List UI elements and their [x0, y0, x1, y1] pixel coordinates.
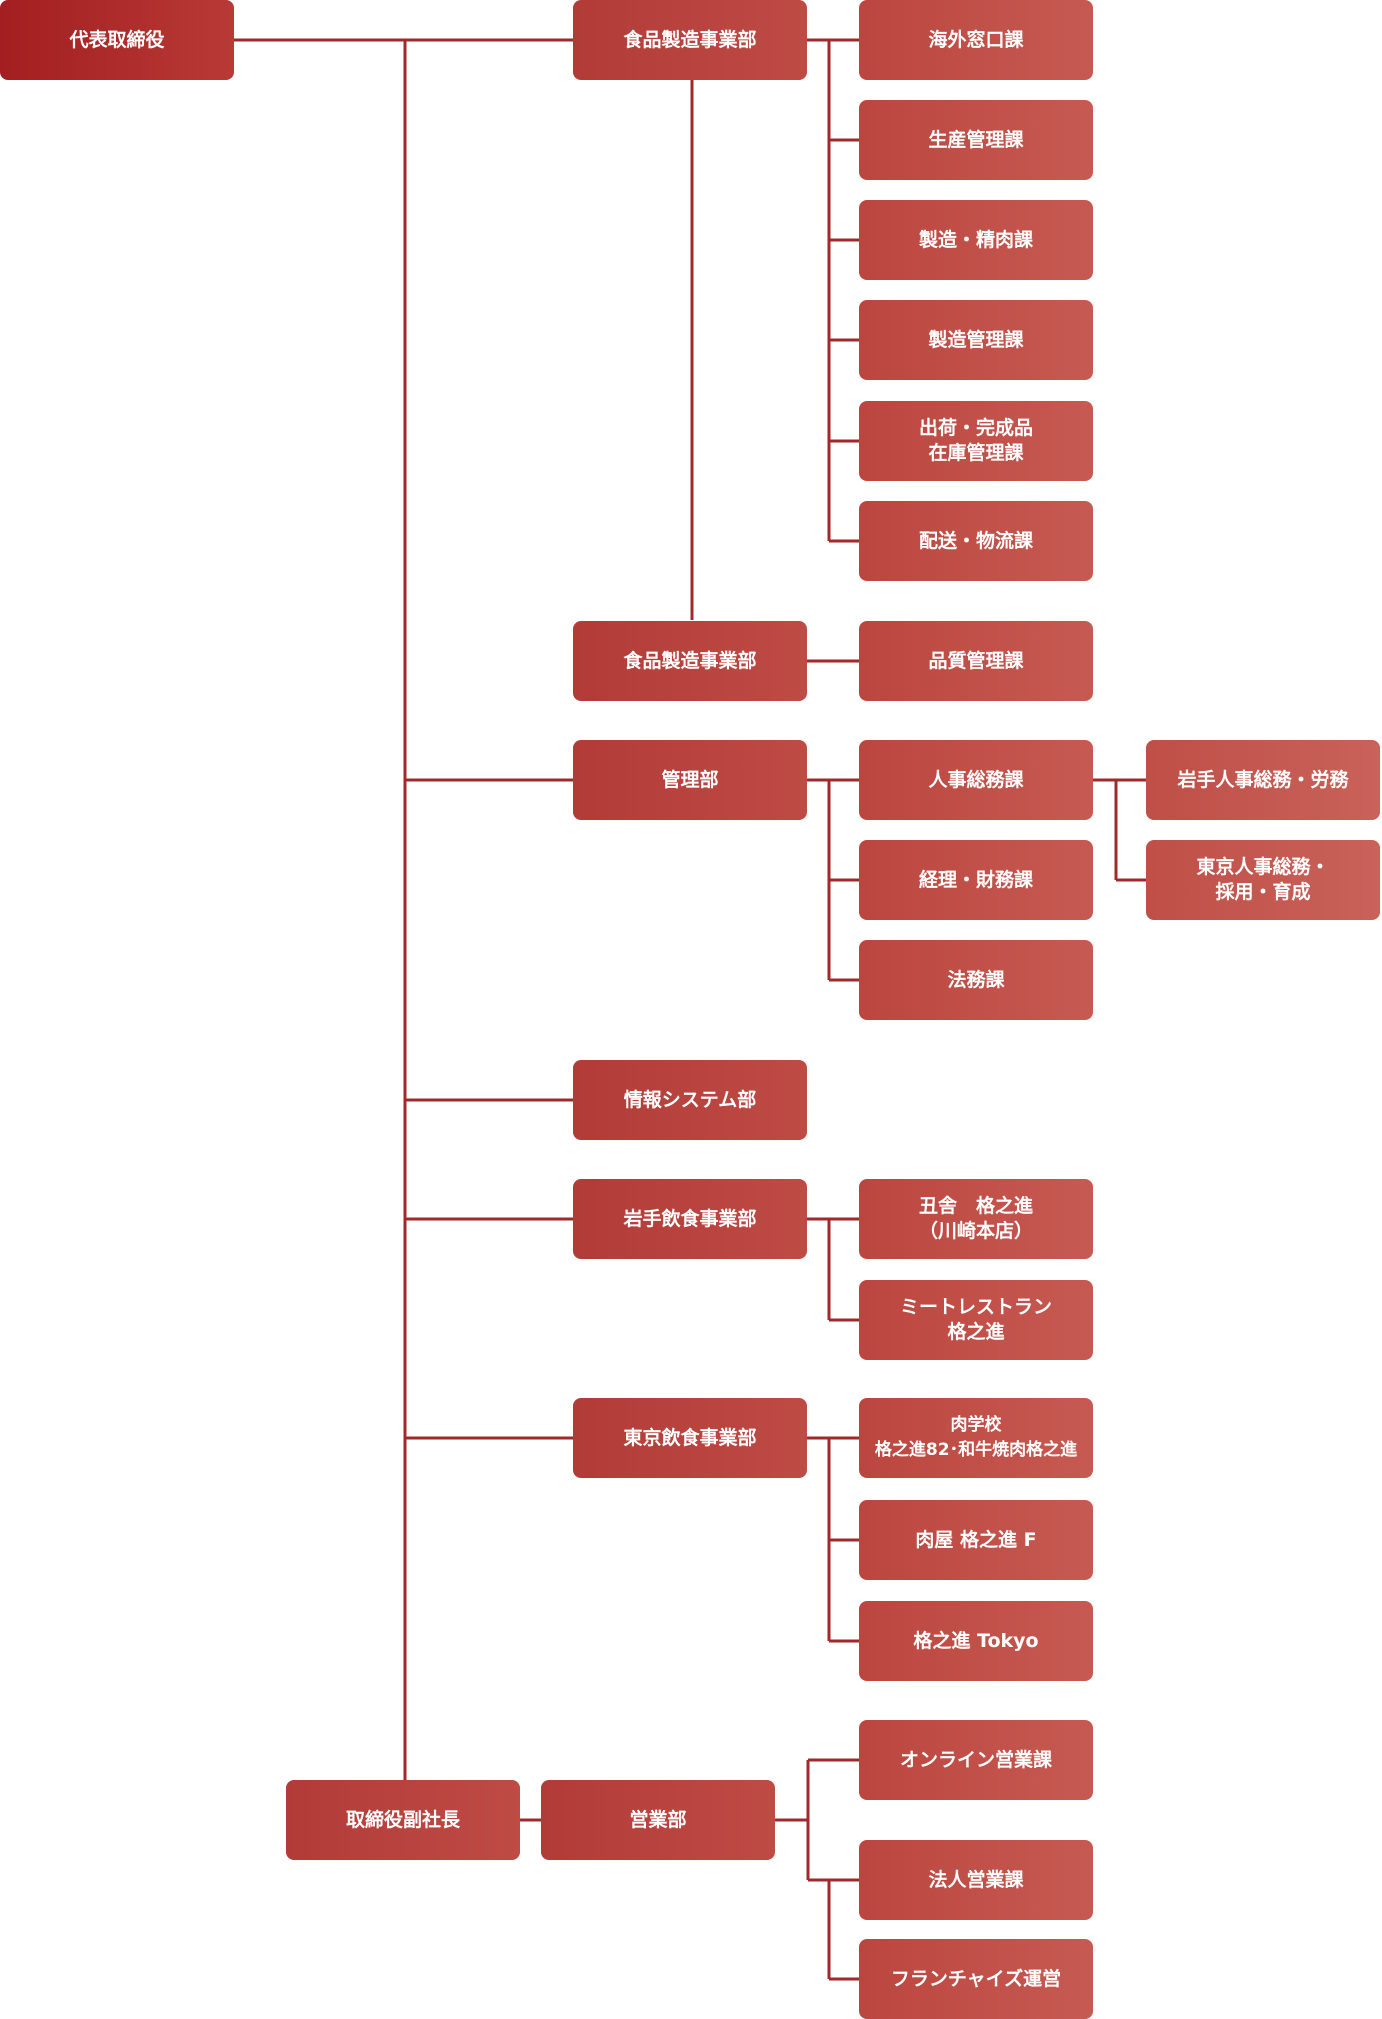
section-logistics: 配送・物流課: [859, 501, 1093, 581]
section-legal: 法務課: [859, 940, 1093, 1020]
section-label-line2: 格之進: [947, 1321, 1005, 1343]
division-label: 岩手飲食事業部: [623, 1207, 757, 1230]
section-ushiya: 丑舎 格之進 （川崎本店）: [859, 1179, 1093, 1259]
section-label-line2: 在庫管理課: [928, 442, 1024, 464]
vice-president-box: 取締役副社長: [286, 1780, 520, 1860]
section-hr-general: 人事総務課: [859, 740, 1093, 820]
section-label: 経理・財務課: [918, 868, 1033, 891]
section-label: 品質管理課: [928, 649, 1024, 672]
section-franchise: フランチャイズ運営: [859, 1939, 1093, 2019]
section-label: 製造・精肉課: [918, 228, 1033, 251]
subsection-label-line1: 東京人事総務・: [1196, 856, 1330, 878]
section-label: フランチャイズ運営: [890, 1967, 1062, 1990]
section-label: 格之進 Tokyo: [913, 1629, 1039, 1652]
section-label: 海外窓口課: [928, 28, 1024, 51]
section-label: オンライン営業課: [899, 1748, 1052, 1771]
subsection-tokyo-hr: 東京人事総務・ 採用・育成: [1146, 840, 1380, 920]
section-label: 肉屋 格之進 F: [915, 1528, 1037, 1551]
section-label: 生産管理課: [928, 128, 1024, 151]
ceo-box: 代表取締役: [0, 0, 234, 80]
division-label: 情報システム部: [623, 1088, 757, 1111]
division-label: 管理部: [661, 768, 719, 791]
division-label: 東京飲食事業部: [623, 1426, 757, 1449]
section-overseas: 海外窓口課: [859, 0, 1093, 80]
division-food-mfg: 食品製造事業部: [573, 0, 807, 80]
section-label: 人事総務課: [928, 768, 1024, 791]
section-label-line2: 格之進82･和牛焼肉格之進: [874, 1440, 1078, 1460]
section-label: 配送・物流課: [918, 529, 1033, 552]
section-accounting: 経理・財務課: [859, 840, 1093, 920]
section-corporate-sales: 法人営業課: [859, 1840, 1093, 1920]
section-label-line1: 肉学校: [950, 1415, 1002, 1435]
division-food-mfg-quality: 食品製造事業部: [573, 621, 807, 701]
section-production: 生産管理課: [859, 100, 1093, 180]
division-label: 営業部: [629, 1808, 687, 1831]
division-iwate-dining: 岩手飲食事業部: [573, 1179, 807, 1259]
section-label-line1: ミートレストラン: [899, 1296, 1052, 1318]
section-mfg-control: 製造管理課: [859, 300, 1093, 380]
section-label-line1: 出荷・完成品: [918, 417, 1033, 439]
division-sales: 営業部: [541, 1780, 775, 1860]
section-quality: 品質管理課: [859, 621, 1093, 701]
section-meat-school: 肉学校 格之進82･和牛焼肉格之進: [859, 1398, 1093, 1478]
section-manufacturing-meat: 製造・精肉課: [859, 200, 1093, 280]
division-tokyo-dining: 東京飲食事業部: [573, 1398, 807, 1478]
section-meat-restaurant: ミートレストラン 格之進: [859, 1280, 1093, 1360]
section-tokyo-shop: 格之進 Tokyo: [859, 1601, 1093, 1681]
subsection-label: 岩手人事総務・労務: [1177, 768, 1349, 791]
vice-president-label: 取締役副社長: [345, 1808, 460, 1831]
section-nikuya: 肉屋 格之進 F: [859, 1500, 1093, 1580]
division-it: 情報システム部: [573, 1060, 807, 1140]
section-shipping: 出荷・完成品 在庫管理課: [859, 401, 1093, 481]
subsection-iwate-hr: 岩手人事総務・労務: [1146, 740, 1380, 820]
section-label: 法務課: [947, 968, 1005, 991]
section-label-line1: 丑舎 格之進: [918, 1195, 1033, 1217]
section-label: 法人営業課: [928, 1868, 1024, 1891]
section-label: 製造管理課: [928, 328, 1024, 351]
section-online-sales: オンライン営業課: [859, 1720, 1093, 1800]
division-label: 食品製造事業部: [623, 649, 757, 672]
division-admin: 管理部: [573, 740, 807, 820]
section-label-line2: （川崎本店）: [918, 1220, 1033, 1242]
division-label: 食品製造事業部: [623, 28, 757, 51]
ceo-label: 代表取締役: [69, 28, 165, 51]
subsection-label-line2: 採用・育成: [1215, 881, 1311, 903]
